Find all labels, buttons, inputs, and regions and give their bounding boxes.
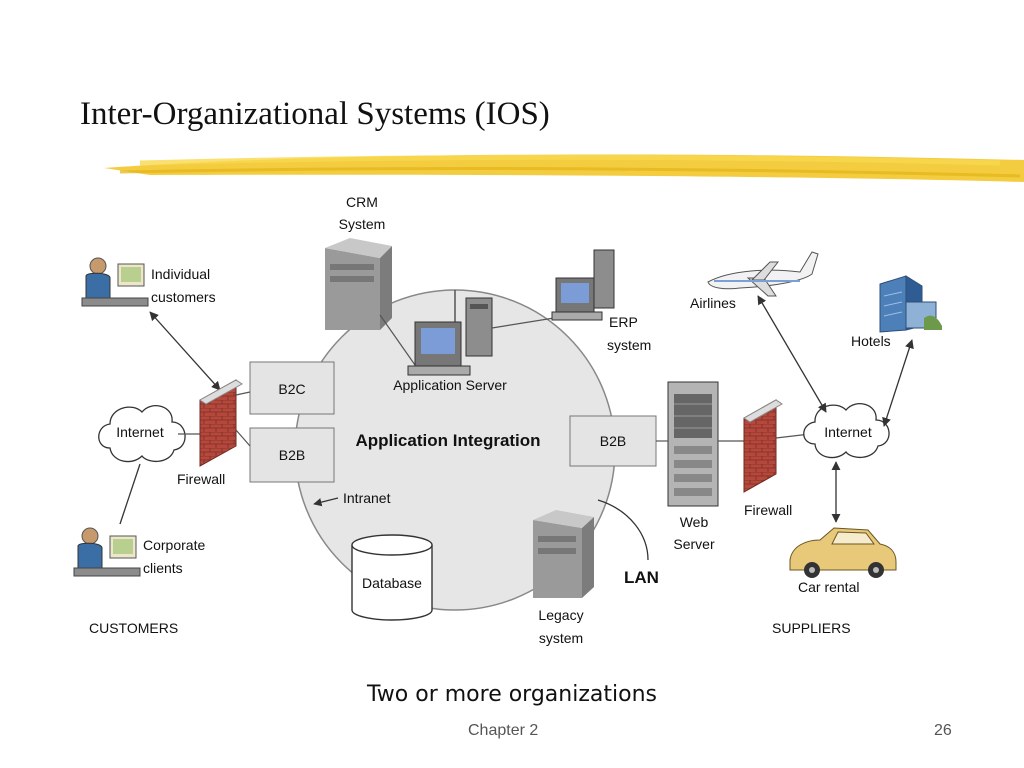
left-internet-cloud (98, 405, 186, 463)
individual-customers-label-line2: customers (151, 289, 216, 305)
legacy-label-line2: system (539, 630, 583, 646)
right-firewall-label: Firewall (744, 502, 792, 518)
b2b-left-label: B2B (279, 447, 305, 463)
title-highlighter-stroke (104, 154, 1024, 182)
crm-server-icon (325, 238, 392, 330)
suppliers-heading: SUPPLIERS (772, 620, 851, 636)
airlines-label: Airlines (690, 295, 736, 311)
erp-label-line1: ERP (609, 314, 638, 330)
b2c-label: B2C (278, 381, 305, 397)
individual-customer-icon (81, 257, 149, 307)
b2b-left-box (249, 427, 335, 483)
customers-heading: CUSTOMERS (89, 620, 178, 636)
application-integration-label: Application Integration (355, 431, 540, 450)
airplane-icon (707, 251, 819, 297)
erp-system-icon (551, 249, 615, 321)
corporate-clients-label-line1: Corporate (143, 537, 205, 553)
intranet-label: Intranet (343, 490, 391, 506)
footer-chapter: Chapter 2 (468, 722, 539, 739)
hotel-building-icon (879, 275, 942, 333)
left-firewall-icon (199, 379, 243, 467)
left-firewall-label: Firewall (177, 471, 225, 487)
right-firewall-icon (743, 399, 783, 493)
individual-customers-label-line1: Individual (151, 266, 210, 282)
ios-diagram: CRM System Application Server ERP system… (73, 194, 942, 646)
b2b-right-label: B2B (600, 433, 626, 449)
hotels-link (882, 339, 914, 427)
slide-caption: Two or more organizations (367, 682, 657, 707)
car-rental-label: Car rental (798, 579, 859, 595)
hotels-label: Hotels (851, 333, 891, 349)
legacy-server-icon (533, 510, 594, 598)
legacy-label-line1: Legacy (538, 607, 583, 623)
erp-label-line2: system (607, 337, 651, 353)
slide-title: Inter-Organizational Systems (IOS) (80, 96, 550, 132)
b2c-box (249, 361, 335, 415)
individual-customers-link (149, 311, 221, 391)
application-server-icon (407, 297, 493, 376)
corporate-client-icon (73, 527, 141, 577)
crm-label-line1: CRM (346, 194, 378, 210)
airlines-link (757, 295, 827, 413)
application-server-label: Application Server (393, 377, 507, 393)
page-number: 26 (934, 722, 952, 739)
database-label: Database (362, 575, 422, 591)
left-internet-label: Internet (116, 424, 164, 440)
right-internet-cloud (803, 403, 890, 459)
web-server-label-line2: Server (673, 536, 715, 552)
crm-label-line2: System (339, 216, 386, 232)
right-internet-label: Internet (824, 424, 872, 440)
corporate-clients-label-line2: clients (143, 560, 183, 576)
web-server-icon (667, 381, 719, 507)
b2b-right-box (569, 415, 657, 467)
corporate-clients-link (119, 463, 141, 525)
web-server-label-line1: Web (680, 514, 709, 530)
lan-link (597, 499, 649, 561)
car-icon (789, 527, 897, 578)
lan-label: LAN (624, 568, 659, 587)
database-icon (351, 534, 433, 621)
